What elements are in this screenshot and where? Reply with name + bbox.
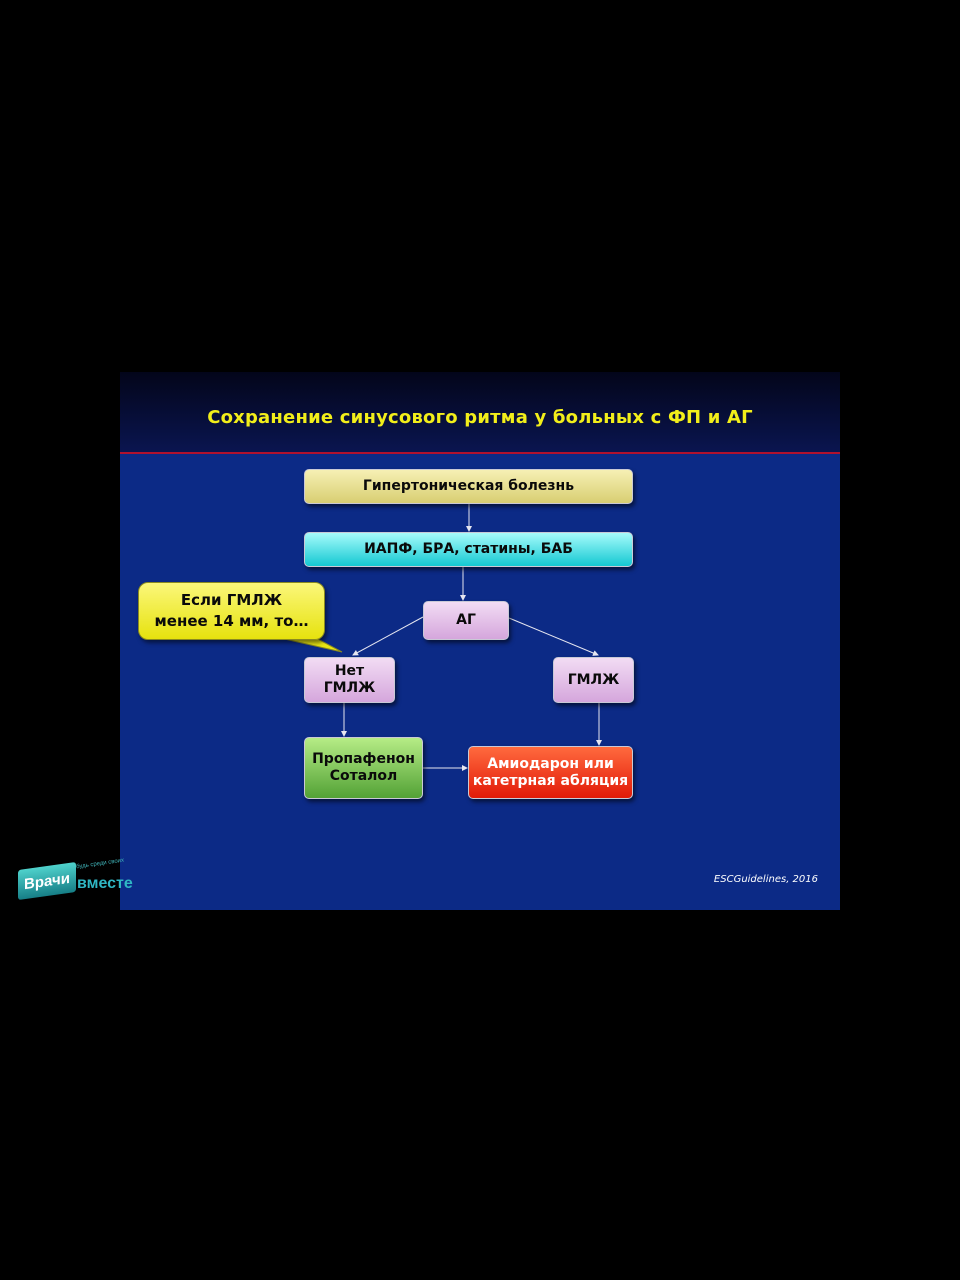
ag-box: АГ: [423, 601, 509, 640]
callout-pointer: [279, 637, 343, 653]
callout-line2: менее 14 мм, то…: [154, 612, 309, 630]
callout-line1: Если ГМЛЖ: [180, 591, 283, 609]
slide-title: Сохранение синусового ритма у больных с …: [207, 407, 753, 428]
lvh-label: ГМЛЖ: [567, 671, 620, 688]
watermark-tagline: будь среди своих: [75, 857, 125, 871]
flowchart-connectors: [279, 504, 602, 771]
drug-therapy-box: ИАПФ, БРА, статины, БАБ: [304, 532, 633, 567]
propafenone-label-line1: Пропафенон: [312, 751, 415, 767]
hypertension-box: Гипертоническая болезнь: [304, 469, 633, 504]
arrow-ag-to-lvh: [508, 617, 599, 656]
watermark-logo: Врачи будь среди своих вместе: [14, 858, 149, 908]
citation-text: ESCGuidelines, 2016: [713, 874, 818, 885]
amiodarone-box: Амиодарон или катетрная абляция: [468, 746, 633, 799]
no-lvh-box: Нет ГМЛЖ: [304, 657, 395, 703]
drug-therapy-label: ИАПФ, БРА, статины, БАБ: [364, 541, 573, 557]
no-lvh-label-line2: ГМЛЖ: [323, 680, 376, 696]
watermark-word: вместе: [77, 875, 133, 892]
slide-header: Сохранение синусового ритма у больных с …: [120, 372, 840, 454]
no-lvh-label-line1: Нет: [334, 663, 365, 679]
amiodarone-label-line1: Амиодарон или: [487, 755, 614, 772]
callout-bubble: Если ГМЛЖ менее 14 мм, то…: [138, 582, 325, 640]
presentation-slide: Сохранение синусового ритма у больных с …: [120, 372, 840, 910]
amiodarone-label-line2: катетрная абляция: [472, 772, 629, 789]
propafenone-label-line2: Соталол: [329, 768, 398, 784]
ag-label: АГ: [456, 612, 476, 628]
watermark-badge: Врачи: [18, 861, 76, 901]
lvh-box: ГМЛЖ: [553, 657, 634, 703]
propafenone-box: Пропафенон Соталол: [304, 737, 423, 799]
arrow-ag-to-no-lvh: [352, 616, 424, 656]
hypertension-label: Гипертоническая болезнь: [362, 478, 575, 494]
